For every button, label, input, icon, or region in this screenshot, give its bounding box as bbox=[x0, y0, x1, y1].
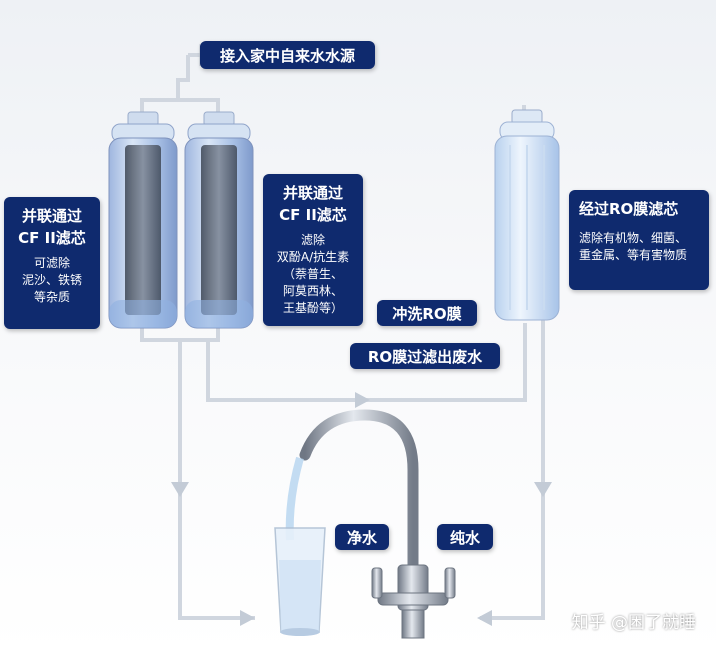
cf-middle-desc-line: 双酚A/抗生素 bbox=[276, 250, 350, 264]
cf-middle-desc-line: 阿莫西林、 bbox=[282, 284, 343, 298]
flush-ro-label: 冲洗RO膜 bbox=[377, 300, 477, 326]
cf-middle-desc-line: （萘普生、 bbox=[282, 267, 343, 281]
ro-filter bbox=[494, 109, 560, 321]
cf-middle-title-line1: 并联通过 bbox=[282, 184, 343, 202]
arrow-right-icon bbox=[355, 392, 370, 408]
ro-desc-line: 重金属、等有害物质 bbox=[579, 248, 688, 262]
cf-left-desc-line: 泥沙、铁锈 bbox=[21, 273, 82, 287]
cf-filter-middle bbox=[184, 111, 254, 329]
ro-desc-line: 滤除有机物、细菌、 bbox=[579, 231, 688, 245]
cf-middle-desc-line: 滤除 bbox=[300, 233, 325, 247]
arrow-down-icon bbox=[171, 482, 189, 497]
cf-middle-desc-line: 王基酚等） bbox=[282, 301, 343, 315]
arrow-down-icon bbox=[534, 482, 552, 497]
glass-icon bbox=[274, 527, 326, 636]
arrow-right-icon bbox=[240, 610, 255, 626]
cf-filter-left-label: 并联通过 CF II滤芯 可滤除 泥沙、铁锈 等杂质 bbox=[4, 197, 100, 329]
ro-title: 经过RO膜滤芯 bbox=[579, 200, 679, 218]
faucet-icon bbox=[299, 409, 456, 639]
cf-middle-title-line2: CF II滤芯 bbox=[279, 206, 347, 224]
cf-left-title-line2: CF II滤芯 bbox=[18, 229, 86, 247]
cf-left-desc-line: 可滤除 bbox=[33, 256, 70, 270]
watermark: 知乎 @困了就睡 bbox=[571, 613, 696, 633]
waste-water-label: RO膜过滤出废水 bbox=[350, 343, 500, 369]
cf-filter-middle-label: 并联通过 CF II滤芯 滤除 双酚A/抗生素 （萘普生、 阿莫西林、 王基酚等… bbox=[263, 174, 363, 326]
cf-middle-description: 滤除 双酚A/抗生素 （萘普生、 阿莫西林、 王基酚等） bbox=[269, 232, 357, 317]
clean-water-label: 净水 bbox=[335, 524, 389, 550]
cf-left-title-line1: 并联通过 bbox=[21, 207, 82, 225]
source-label: 接入家中自来水水源 bbox=[200, 41, 375, 69]
ro-description: 滤除有机物、细菌、 重金属、等有害物质 bbox=[579, 230, 703, 264]
cf-filter-left bbox=[108, 111, 178, 329]
cf-left-description: 可滤除 泥沙、铁锈 等杂质 bbox=[10, 255, 94, 306]
ro-filter-label: 经过RO膜滤芯 滤除有机物、细菌、 重金属、等有害物质 bbox=[569, 190, 709, 290]
cf-left-desc-line: 等杂质 bbox=[33, 290, 70, 304]
arrow-left-icon bbox=[477, 610, 492, 626]
pure-water-label: 纯水 bbox=[437, 524, 493, 550]
